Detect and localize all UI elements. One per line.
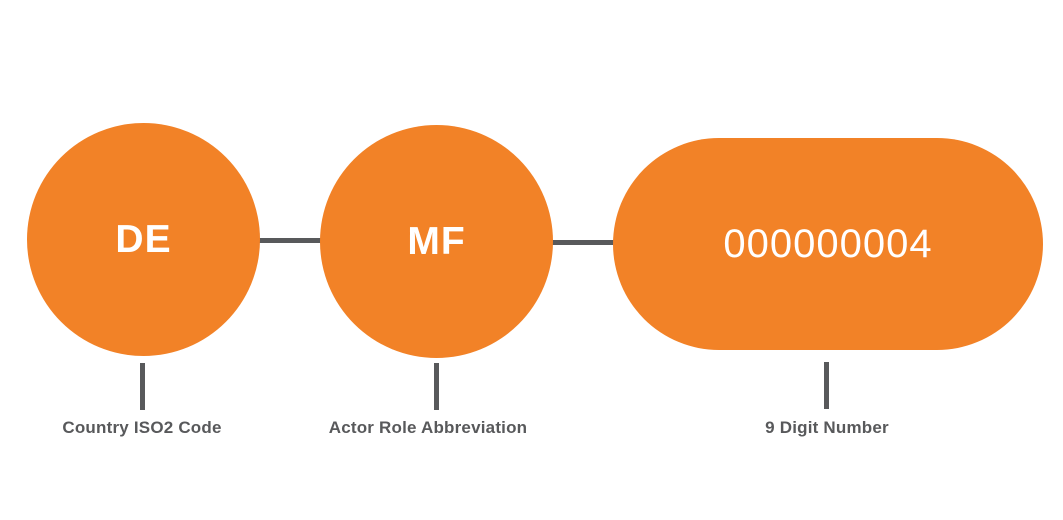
- connector-line-country-actor: [250, 238, 330, 243]
- actor-role-value: MF: [407, 220, 466, 263]
- nine-digit-number-node: 000000004: [613, 138, 1043, 350]
- nine-digit-number-stem-line: [824, 362, 829, 409]
- nine-digit-number-label: 9 Digit Number: [765, 418, 889, 437]
- nine-digit-number-value: 000000004: [723, 222, 933, 266]
- country-iso2-stem-line: [140, 363, 145, 410]
- country-iso2-label: Country ISO2 Code: [62, 418, 222, 437]
- country-iso2-value: DE: [115, 218, 172, 261]
- connector-line-actor-number: [545, 240, 625, 245]
- actor-role-label: Actor Role Abbreviation: [328, 418, 528, 437]
- country-iso2-node: DE: [27, 123, 260, 356]
- actor-role-node: MF: [320, 125, 553, 358]
- actor-role-stem-line: [434, 363, 439, 410]
